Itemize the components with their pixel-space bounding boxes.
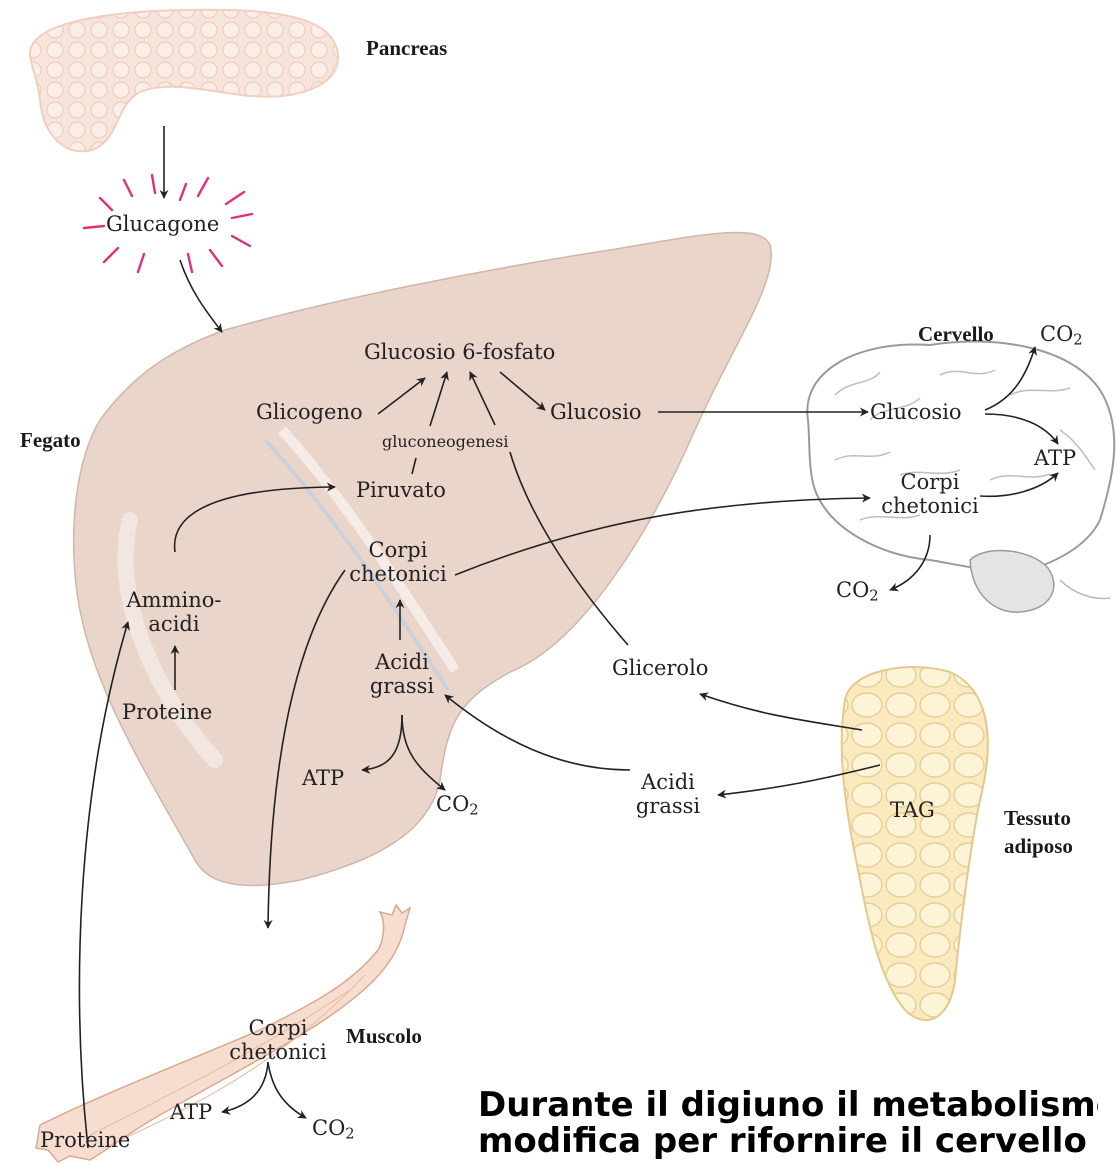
brain-ketone-bodies-label: Corpi chetonici — [876, 470, 984, 518]
liver-proteins-label: Proteine — [122, 700, 212, 724]
muscle-ketone-line1: Corpi — [222, 1016, 334, 1040]
muscle-ketone-bodies-label: Corpi chetonici — [222, 1016, 334, 1064]
pyruvate-label: Piruvato — [356, 478, 446, 502]
adipose-label-line1: Tessuto — [1004, 806, 1071, 830]
brain-co2-top-label: CO2 — [1040, 322, 1083, 350]
adipose-label-line2: adiposo — [1004, 834, 1073, 858]
brain-co2-top-text: CO — [1040, 322, 1073, 346]
muscle-label: Muscolo — [346, 1024, 422, 1048]
brain-ketone-line1: Corpi — [876, 470, 984, 494]
brain-co2-bottom-text: CO — [836, 578, 869, 602]
muscle-co2-label: CO2 — [312, 1116, 355, 1144]
liver-fatty-acids-label: Acidi grassi — [354, 650, 450, 698]
amino-acids-line1: Ammino- — [114, 588, 234, 612]
liver-co2-text: CO — [436, 792, 469, 816]
muscle-co2-text: CO — [312, 1116, 345, 1140]
glucagon-label: Glucagone — [106, 212, 219, 236]
adipose-fatty-line1: Acidi — [626, 770, 710, 794]
brain-glucose-label: Glucosio — [870, 400, 962, 424]
brain-ketone-line2: chetonici — [876, 494, 984, 518]
liver-label: Fegato — [20, 428, 81, 452]
liver-fatty-line1: Acidi — [354, 650, 450, 674]
brain-co2-bottom-sub: 2 — [869, 588, 878, 605]
slide-caption: Durante il digiuno il metabolismo si mod… — [478, 1088, 1098, 1166]
tag-label: TAG — [890, 798, 935, 822]
pancreas-label: Pancreas — [366, 36, 447, 60]
liver-glucose-label: Glucosio — [550, 400, 642, 424]
brain-atp-label: ATP — [1034, 446, 1076, 470]
muscle-proteins-label: Proteine — [40, 1128, 130, 1152]
glycerol-label: Glicerolo — [612, 656, 708, 680]
brain-co2-top-sub: 2 — [1073, 332, 1082, 349]
brain-co2-bottom-label: CO2 — [836, 578, 879, 606]
amino-acids-line2: acidi — [114, 612, 234, 636]
adipose-shape — [842, 667, 988, 1020]
adipose-fatty-acids-label: Acidi grassi — [626, 770, 710, 818]
caption-line2: modifica per rifornire il cervello — [478, 1124, 1098, 1160]
muscle-atp-label: ATP — [170, 1100, 212, 1124]
brain-label: Cervello — [918, 322, 994, 346]
amino-acids-label: Ammino- acidi — [114, 588, 234, 636]
liver-ketone-line1: Corpi — [346, 538, 450, 562]
liver-co2-label: CO2 — [436, 792, 479, 820]
glucose-6-phosphate-label: Glucosio 6-fosfato — [364, 340, 555, 364]
caption-line1: Durante il digiuno il metabolismo si — [478, 1088, 1098, 1124]
liver-ketone-bodies-label: Corpi chetonici — [346, 538, 450, 586]
liver-atp-label: ATP — [302, 766, 344, 790]
gluconeogenesis-label: gluconeogenesi — [382, 433, 508, 451]
liver-fatty-line2: grassi — [354, 674, 450, 698]
liver-co2-sub: 2 — [469, 802, 478, 819]
liver-ketone-line2: chetonici — [346, 562, 450, 586]
pancreas-shape — [30, 10, 338, 152]
adipose-fatty-line2: grassi — [626, 794, 710, 818]
muscle-co2-sub: 2 — [345, 1126, 354, 1143]
muscle-ketone-line2: chetonici — [222, 1040, 334, 1064]
glycogen-label: Glicogeno — [256, 400, 363, 424]
